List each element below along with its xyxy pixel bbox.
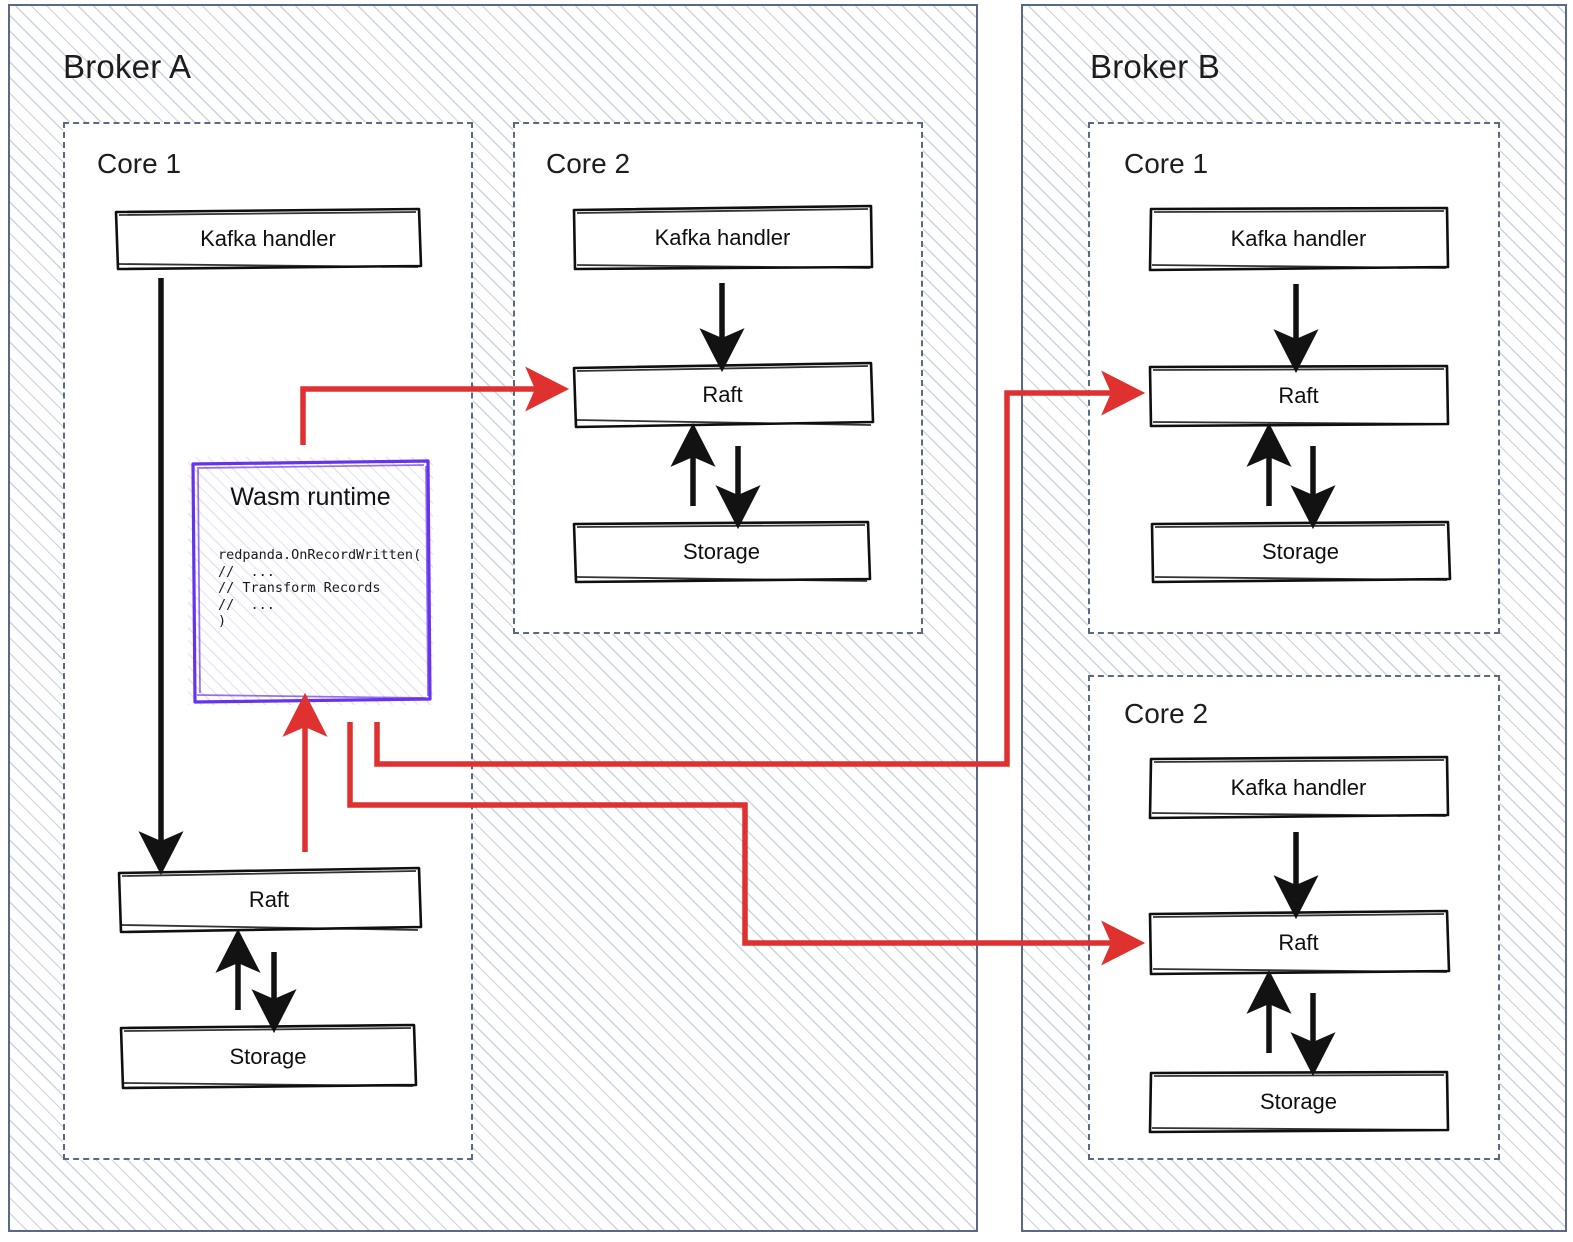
sketch-border (572, 204, 874, 271)
broker-a-core-2-title: Core 2 (546, 148, 631, 179)
sketch-border (1150, 520, 1452, 584)
broker-b-core-1-title: Core 1 (1124, 148, 1209, 179)
sketch-border (1148, 206, 1450, 272)
node-b2-kafka-handler[interactable]: Kafka handler (1146, 754, 1451, 822)
sketch-border (114, 207, 423, 271)
node-b1-kafka-handler[interactable]: Kafka handler (1146, 204, 1451, 274)
sketch-border (1148, 755, 1450, 820)
wasm-runtime-title: Wasm runtime (230, 483, 391, 511)
node-a2-kafka-handler[interactable]: Kafka handler (570, 203, 875, 273)
sketch-border (572, 361, 875, 429)
wasm-code-block: redpanda.OnRecordWritten( // ... // Tran… (218, 547, 422, 629)
broker-b-title: Broker B (1090, 48, 1220, 85)
node-b2-storage[interactable]: Storage (1146, 1068, 1451, 1136)
node-b1-raft[interactable]: Raft (1146, 362, 1451, 430)
node-a2-storage[interactable]: Storage (570, 518, 873, 586)
node-a1-kafka-handler[interactable]: Kafka handler (113, 206, 423, 272)
sketch-border (117, 866, 423, 934)
sketch-border (572, 520, 872, 584)
node-b1-storage[interactable]: Storage (1148, 518, 1453, 586)
sketch-border (119, 1023, 418, 1090)
node-a1-raft[interactable]: Raft (115, 865, 423, 935)
broker-b-core-2-title: Core 2 (1124, 698, 1209, 729)
sketch-border (1148, 909, 1451, 976)
sketch-border (1148, 1070, 1450, 1134)
node-b2-raft[interactable]: Raft (1146, 908, 1451, 978)
broker-a-title: Broker A (63, 48, 192, 85)
sketch-border (1148, 364, 1450, 428)
node-a2-raft[interactable]: Raft (570, 360, 875, 430)
broker-a-core-1-title: Core 1 (97, 148, 182, 179)
node-a1-wasm-runtime[interactable]: Wasm runtime redpanda.OnRecordWritten( /… (188, 457, 433, 705)
node-a1-storage[interactable]: Storage (117, 1022, 419, 1092)
